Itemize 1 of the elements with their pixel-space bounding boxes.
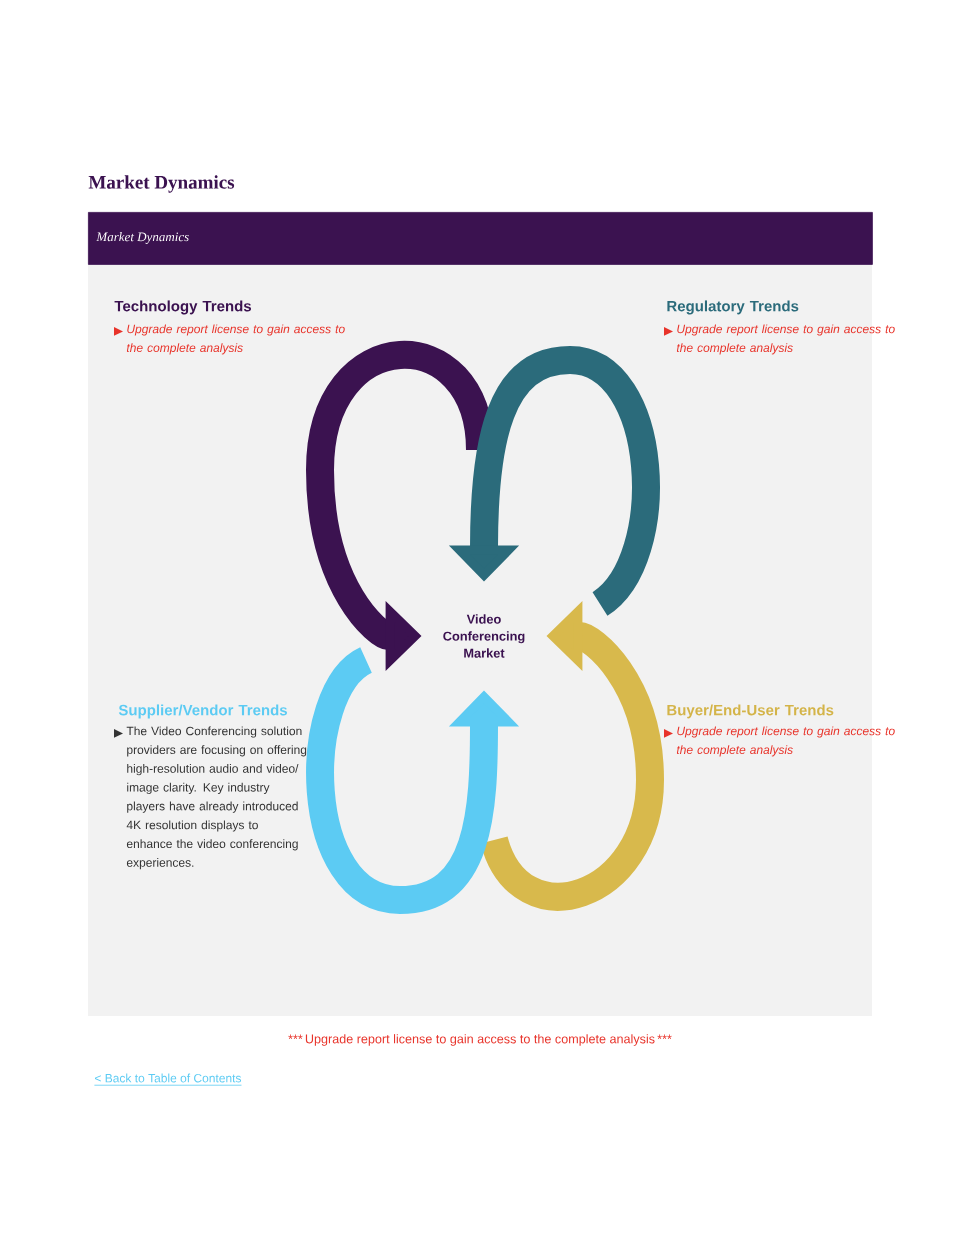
page-title: Market Dynamics: [88, 175, 235, 193]
